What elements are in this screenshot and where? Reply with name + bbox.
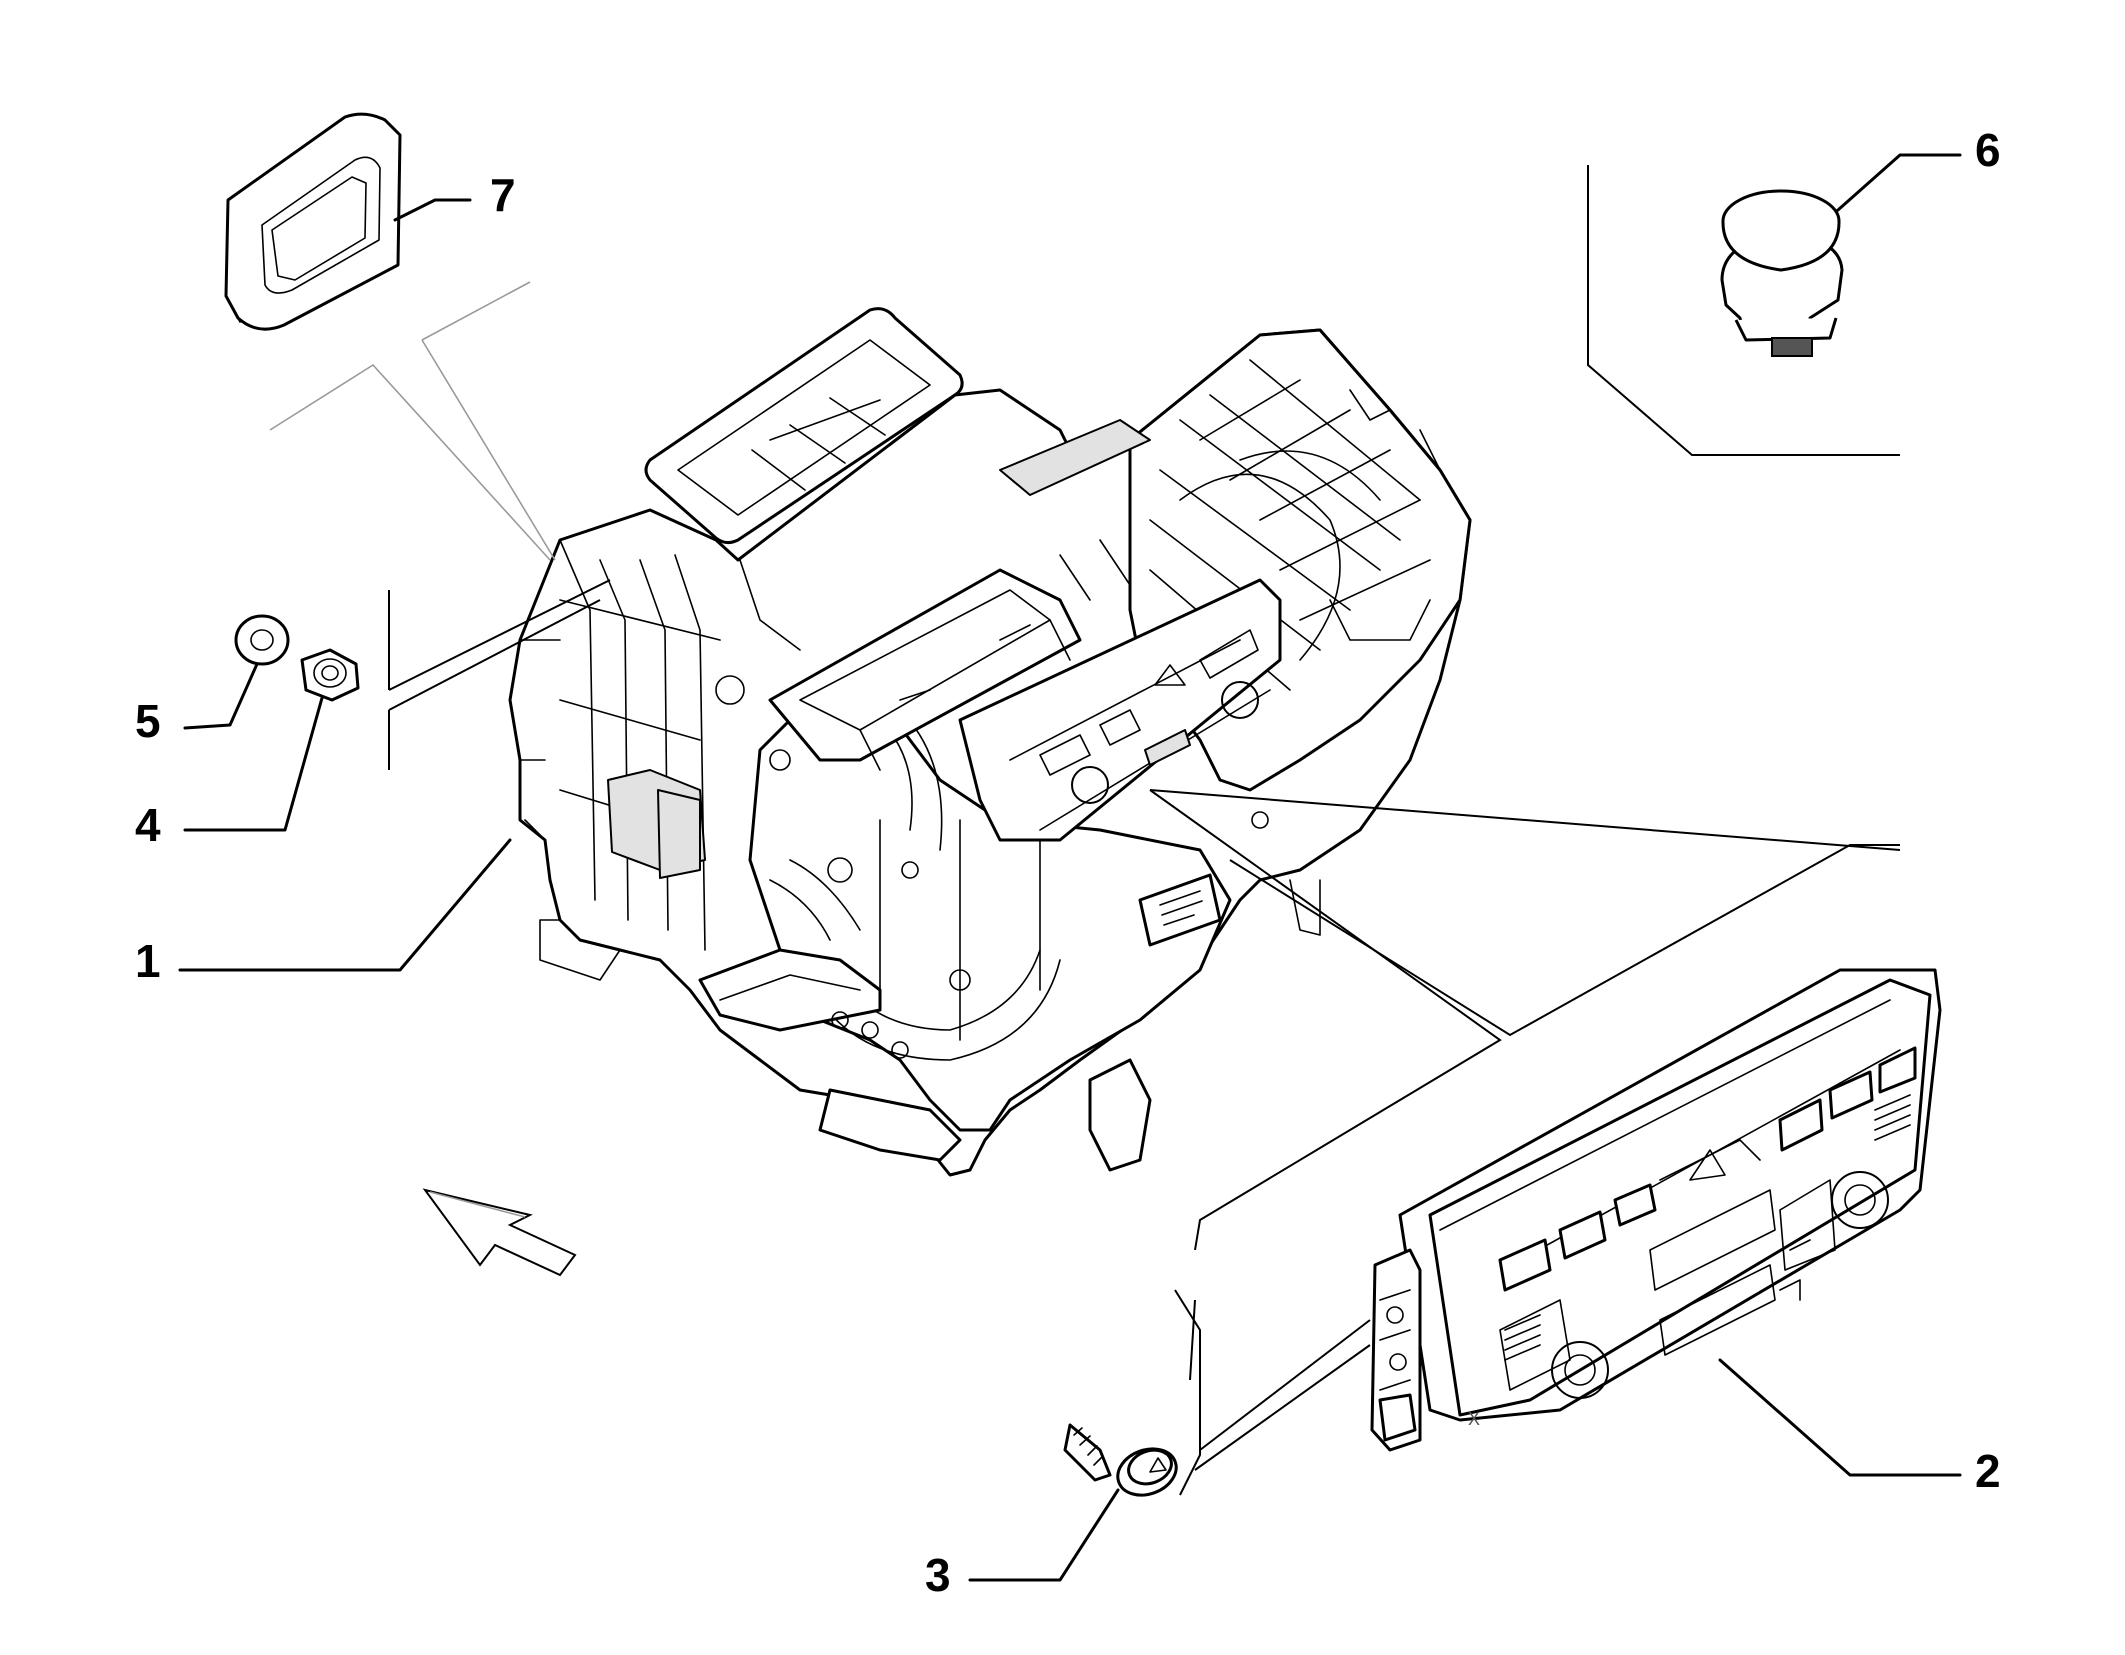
detail-frame-part-6 [1587, 165, 1900, 456]
callout-2: 2 [1975, 1445, 2001, 1497]
callout-4: 4 [135, 799, 161, 851]
leader-lines [178, 153, 1962, 1582]
construction-lines [269, 281, 1901, 1496]
part-6-control-knob [1720, 189, 1844, 357]
callout-1: 1 [135, 935, 161, 987]
part-5-washer [234, 614, 290, 666]
panel-marking-x: X [1468, 1409, 1480, 1429]
part-3-screw [1063, 1423, 1178, 1497]
part-7-duct-gasket [224, 112, 402, 331]
part-1-heater-housing [508, 307, 1472, 1177]
callout-7: 7 [490, 169, 516, 221]
part-4-nut [300, 648, 360, 702]
callout-5: 5 [135, 695, 161, 747]
callout-3: 3 [925, 1549, 951, 1601]
view-direction-arrow [422, 1188, 577, 1277]
part-2-climate-control-panel: X [1370, 968, 1942, 1452]
callout-6: 6 [1975, 124, 2001, 176]
